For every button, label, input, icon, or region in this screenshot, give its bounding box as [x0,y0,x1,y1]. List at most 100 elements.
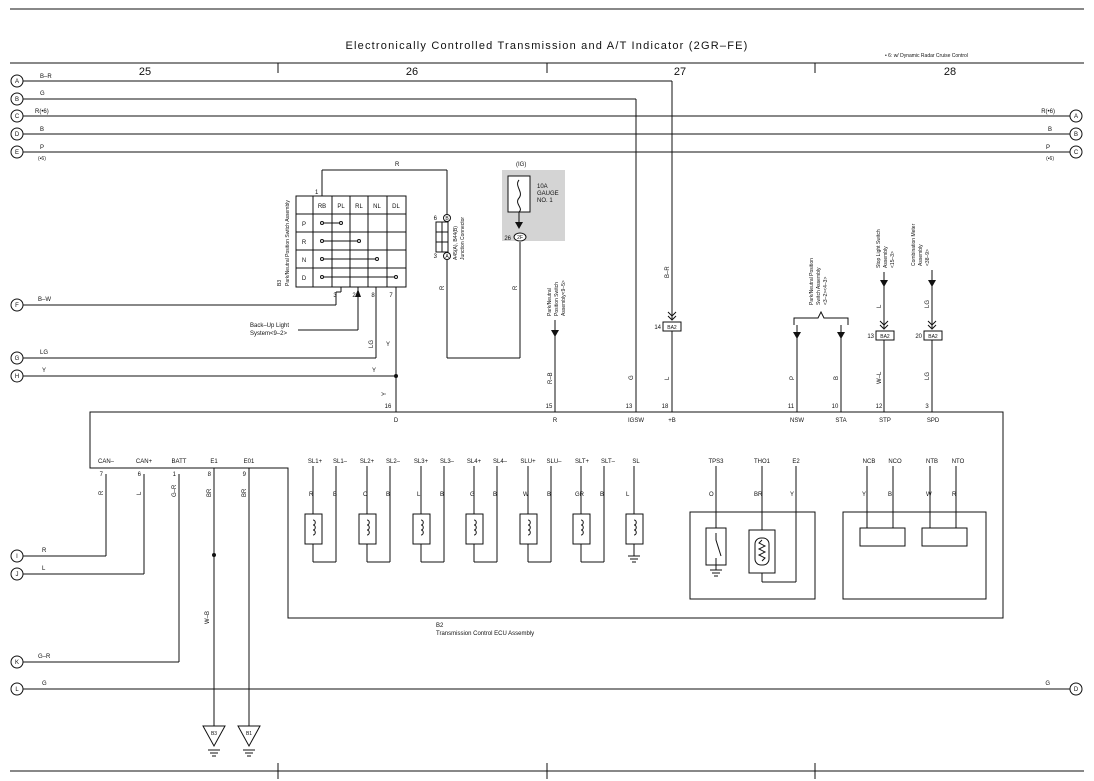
stop-ref-label: Assembly [883,246,889,268]
switch-name: Park/Neutral Position Switch Assembly [285,200,291,286]
bus-letter-j: J [16,572,19,578]
bus-letter-f: F [15,303,19,309]
backup-light-ref: Back–Up Light System<9–2> [250,323,358,337]
sensor-wire: Y [862,492,866,498]
ecu-id: B2 [436,623,444,629]
solenoid-slt: SLT+ SLT– GR B [572,459,616,563]
switch-contact-icon [715,533,722,570]
bus-wire-d: B [40,127,44,133]
ecu-top-pin-num: 13 [626,404,633,410]
sensor-pin-name: NTB [926,459,938,465]
switch-wire-lg: LG [369,340,375,348]
stop-ref-label: Stop Light Switch [876,229,882,268]
fuse-pin: 26 [504,236,511,242]
pnp-ref-label: Assembly<9–5> [561,280,567,316]
pnp2-ref-label: <3–2><4–3> [823,277,829,305]
left-bus-connectors: A B–R B G C R(•6) D B E P (•6) F B–W [10,74,1070,696]
ecu-name: Transmission Control ECU Assembly [436,631,534,637]
junction-wire-r: R [440,285,446,290]
ecu-top-pin-num: 16 [385,404,392,410]
ecu-pin-wire: R [99,490,105,495]
switch-wire-y: Y [386,342,390,348]
right-bus-letter-d: D [1074,687,1079,693]
ground-points: B3 B1 [202,725,261,757]
solenoid-wire: B [440,492,444,498]
switch-row-label: D [302,276,307,282]
solenoid-pin-name: SLU+ [520,459,536,465]
junction-letter: A [445,254,449,260]
solenoid-pin-name: SL2+ [360,459,375,465]
switch-wire-r: R [395,162,400,168]
coil-icon [580,519,584,536]
junction-name: Junction Connector [460,217,466,260]
bus-wire-l: G [42,681,47,687]
ecu-pin-num: 1 [173,472,177,478]
ground-symbol-icon [628,555,640,563]
bus-letter-b: B [15,97,19,103]
sensor-pin-name: THO1 [754,459,771,465]
junction-pin: 6 [434,216,438,222]
switch-wire-y: Y [382,392,388,396]
right-bus-wire-a: R(•6) [1041,109,1055,115]
pnp-wire-rb: R–B [548,372,554,384]
bus-wire-e: P [40,145,44,151]
right-bus-letter-c: C [1074,150,1079,156]
solenoid-sl4: SL4+ SL4– G B [465,459,508,563]
right-bus-wire-c: P [1046,145,1050,151]
fuse-wire-r: R [513,285,519,290]
sensor-pin-name: NCO [888,459,902,465]
ecu-top-pins: 16 D 15 R 13 IGSW 18 +B 11 NSW 10 STA 12… [385,404,940,424]
ecu-pin-wire: L [137,491,143,495]
pnp-switch-reference: Park/Neutral Position Switch Assembly <3… [790,258,849,412]
pnp2-bracket [793,310,849,325]
gauge-fuse: (IG) 10A GAUGE NO. 1 2F 26 [502,162,565,242]
sensor-block-tps: TPS3 THO1 E2 O BR Y [689,459,816,600]
stop-arrow-icon [880,280,888,287]
ba2-pin: 20 [915,334,922,340]
solenoid-wire: R [309,492,314,498]
coil-icon [366,519,370,536]
pnp-ref-label: Position Switch [554,282,560,316]
solenoid-sl2: SL2+ SL2– O B [358,459,401,563]
bus-letter-l: L [15,687,19,693]
meter-wire-lg: LG [925,372,931,380]
column-number: 27 [674,66,686,78]
solenoid-pin-name: SLT+ [575,459,590,465]
solenoid-pin-name: SL4+ [467,459,482,465]
ba2-label: BA2 [928,334,938,340]
solenoid-group: SL1+ SL1– R B SL2+ SL2– O B SL3+ SL3– [304,459,644,563]
switch-col-label: NL [373,204,381,210]
right-bus-letter-b: B [1074,132,1078,138]
ecu-pin-wire: BR [207,488,213,497]
switch-contacts [320,221,398,279]
right-bus-connectors: A R(•6) B B C P (•6) D G [1041,109,1083,696]
bus-letter-d: D [15,132,20,138]
right-bus-wire-d: G [1045,681,1050,687]
ecu-pin-wire: BR [242,488,248,497]
ecu-top-pin-num: 12 [876,404,883,410]
ecu-top-pin-num: 15 [546,404,553,410]
column-number: 26 [406,66,418,78]
igsw-wire-g: G [629,375,635,380]
thermistor-icon [757,539,767,562]
transmission-ecu: 16 D 15 R 13 IGSW 18 +B 11 NSW 10 STA 12… [89,404,1004,726]
ba2-pin: 14 [654,325,661,331]
ecu-top-pin-name: D [394,418,399,424]
ecu-top-pin-name: SPD [927,418,940,424]
sensor-pin-name: TPS3 [708,459,724,465]
ecu-top-pin-num: 11 [788,404,795,410]
ecu-top-pin-name: R [553,418,558,424]
backup-light-label: System<9–2> [250,331,288,337]
bus-wire-b: G [40,91,45,97]
ecu-top-pin-num: 18 [662,404,669,410]
ba2-label: BA2 [880,334,890,340]
solenoid-pin-name: SLU– [546,459,562,465]
right-bus-wire-b: B [1048,127,1052,133]
stop-light-reference: Stop Light Switch Assembly <15–3> L BA2 … [867,229,896,412]
switch-pin: 7 [389,293,393,299]
ecu-pin-name: CAN+ [136,459,153,465]
switch-pin: 8 [371,293,375,299]
bus-wire-k: G–R [38,654,51,660]
junction-connector: B A 6 3 A45(A), B44(B) Junction Connecto… [434,170,521,359]
switch-col-label: RL [355,204,363,210]
